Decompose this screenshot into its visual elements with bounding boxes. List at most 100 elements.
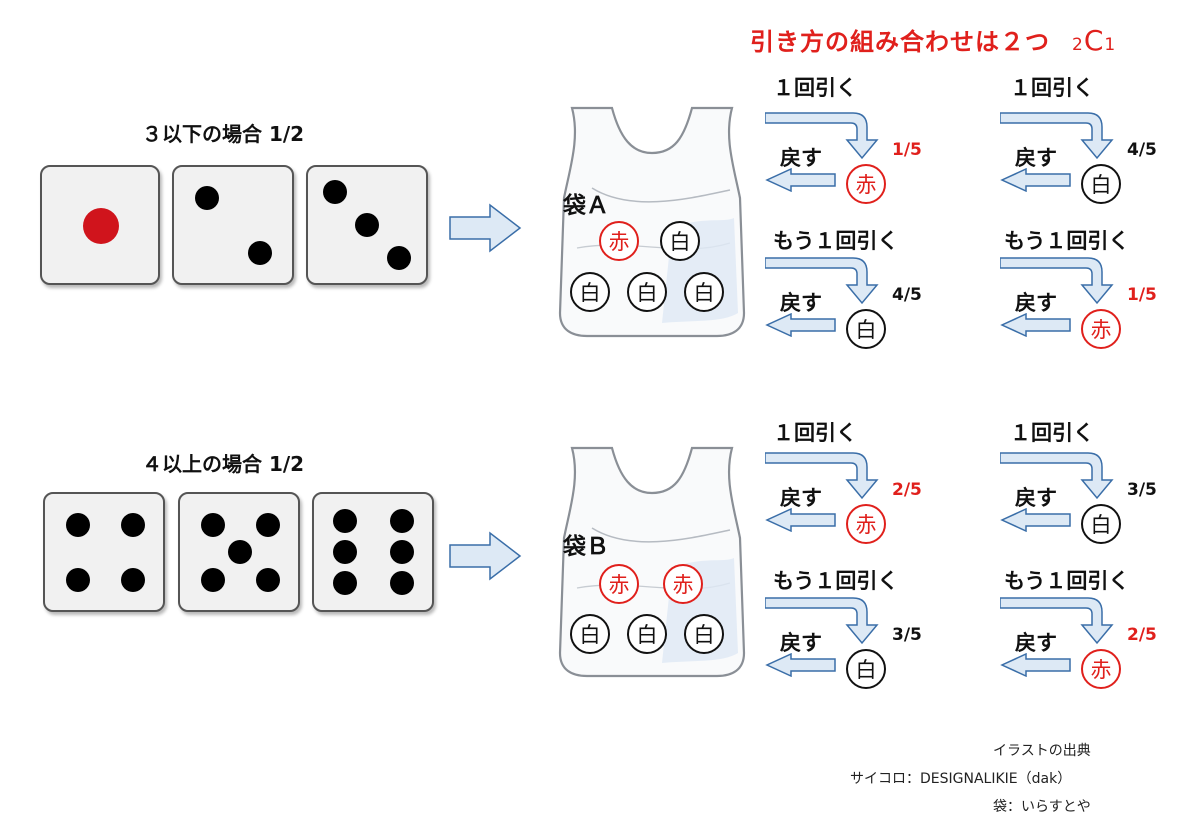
probability-label: 2/5 — [1127, 625, 1157, 645]
draw-once-label: １回引く — [1010, 76, 1094, 100]
credits-dice: サイコロ：DESIGNALIKIE（dak） — [850, 771, 1072, 787]
return-label: 戻す — [780, 146, 822, 170]
return-arrow-icon — [765, 313, 836, 337]
draw-once-label: １回引く — [1010, 421, 1094, 445]
case-label-3-or-less: ３以下の場合 1/2 — [142, 122, 305, 146]
drawn-ball-white: 白 — [846, 649, 886, 689]
draw-step: 戻す赤 2/5 — [1000, 595, 1180, 715]
return-arrow-icon — [1000, 313, 1071, 337]
ball-red: 赤 — [599, 564, 639, 604]
draw-down-arrow-icon — [1000, 112, 1114, 160]
draw-down-arrow-icon — [765, 257, 879, 305]
return-arrow-icon — [765, 508, 836, 532]
draw-again-label: もう１回引く — [1004, 569, 1130, 593]
draw-step: 戻す赤 1/5 — [765, 110, 945, 230]
drawn-ball-white: 白 — [846, 309, 886, 349]
right-arrow-icon — [449, 531, 522, 581]
pip — [201, 568, 225, 592]
draw-down-arrow-icon — [1000, 452, 1114, 500]
return-label: 戻す — [780, 631, 822, 655]
draw-again-label: もう１回引く — [773, 569, 899, 593]
draw-again-label: もう１回引く — [1004, 229, 1130, 253]
draw-step: 戻す白 4/5 — [765, 255, 945, 375]
return-label: 戻す — [1015, 291, 1057, 315]
return-arrow-icon — [765, 653, 836, 677]
drawn-ball-white: 白 — [1081, 164, 1121, 204]
pip — [256, 513, 280, 537]
drawn-ball-red: 赤 — [1081, 309, 1121, 349]
drawn-ball-red: 赤 — [846, 164, 886, 204]
ball-white: 白 — [627, 272, 667, 312]
die-face-6 — [312, 492, 434, 612]
return-arrow-icon — [1000, 168, 1071, 192]
probability-label: 2/5 — [892, 480, 922, 500]
probability-label: 3/5 — [892, 625, 922, 645]
pip — [121, 568, 145, 592]
pip — [390, 540, 414, 564]
draw-down-arrow-icon — [1000, 257, 1114, 305]
draw-down-arrow-icon — [765, 452, 879, 500]
draw-down-arrow-icon — [765, 597, 879, 645]
drawn-ball-white: 白 — [1081, 504, 1121, 544]
pip — [248, 241, 272, 265]
draw-step: 戻す赤 2/5 — [765, 450, 945, 570]
ball-white: 白 — [660, 221, 700, 261]
pip — [390, 571, 414, 595]
return-label: 戻す — [1015, 631, 1057, 655]
pip — [387, 246, 411, 270]
pip — [355, 213, 379, 237]
die-face-3 — [306, 165, 428, 285]
probability-label: 1/5 — [892, 140, 922, 160]
ball-white: 白 — [570, 272, 610, 312]
combination-title: 引き方の組み合わせは２つ 2C1 — [750, 22, 1116, 57]
return-arrow-icon — [1000, 653, 1071, 677]
pip — [66, 513, 90, 537]
return-label: 戻す — [1015, 146, 1057, 170]
draw-once-label: １回引く — [773, 76, 857, 100]
return-arrow-icon — [1000, 508, 1071, 532]
return-label: 戻す — [780, 486, 822, 510]
ball-white: 白 — [684, 614, 724, 654]
ball-white: 白 — [684, 272, 724, 312]
combination-notation: 2C1 — [1072, 24, 1117, 57]
pip — [201, 513, 225, 537]
return-arrow-icon — [765, 168, 836, 192]
draw-once-label: １回引く — [773, 421, 857, 445]
probability-label: 4/5 — [892, 285, 922, 305]
right-arrow-icon — [449, 203, 522, 253]
pip — [333, 571, 357, 595]
pip — [195, 186, 219, 210]
draw-down-arrow-icon — [765, 112, 879, 160]
draw-step: 戻す白 3/5 — [765, 595, 945, 715]
credits-heading: イラストの出典 — [993, 743, 1091, 759]
credits-bag: 袋：いらすとや — [993, 799, 1091, 815]
drawn-ball-red: 赤 — [1081, 649, 1121, 689]
drawn-ball-red: 赤 — [846, 504, 886, 544]
draw-again-label: もう１回引く — [773, 229, 899, 253]
bag-a-label: 袋Ａ — [563, 193, 609, 219]
ball-red: 赤 — [599, 221, 639, 261]
return-label: 戻す — [780, 291, 822, 315]
bag-b-label: 袋Ｂ — [563, 534, 609, 560]
ball-white: 白 — [570, 614, 610, 654]
pip — [390, 509, 414, 533]
ball-white: 白 — [627, 614, 667, 654]
die-face-4 — [43, 492, 165, 612]
ball-red: 赤 — [663, 564, 703, 604]
die-face-1 — [40, 165, 160, 285]
case-label-4-or-more: ４以上の場合 1/2 — [142, 452, 305, 476]
draw-step: 戻す赤 1/5 — [1000, 255, 1180, 375]
pip — [256, 568, 280, 592]
die-face-2 — [172, 165, 294, 285]
title-text: 引き方の組み合わせは２つ — [750, 28, 1050, 56]
draw-down-arrow-icon — [1000, 597, 1114, 645]
probability-label: 4/5 — [1127, 140, 1157, 160]
probability-label: 1/5 — [1127, 285, 1157, 305]
pip — [333, 540, 357, 564]
pip — [83, 208, 119, 244]
pip — [333, 509, 357, 533]
pip — [66, 568, 90, 592]
pip — [323, 180, 347, 204]
die-face-5 — [178, 492, 300, 612]
